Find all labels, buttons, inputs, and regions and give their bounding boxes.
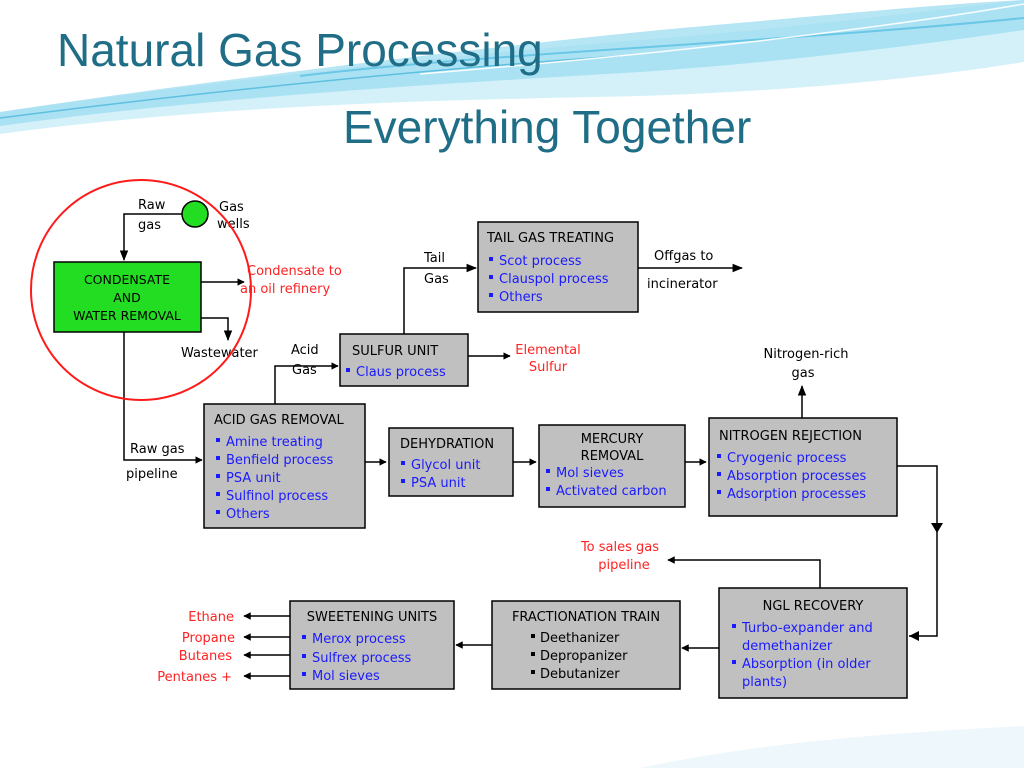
fractionation-item-1: Deethanizer [540,631,620,646]
acid-gas-item-2: Benfield process [226,453,334,468]
ngl-item-3: Absorption (in older [742,657,871,672]
ngl-item-4: plants) [742,675,787,690]
fractionation-item-3: Debutanizer [540,667,620,682]
condensate-box-title-3: WATER REMOVAL [73,308,181,323]
ngl-item-2: demethanizer [742,639,833,654]
ngl-recovery-box [718,587,908,699]
nitrogen-rich-label-2: gas [792,366,815,381]
acid-gas-item-1: Amine treating [226,435,323,450]
nitrogen-item-3: Adsorption processes [727,487,866,502]
elemental-sulfur-label-1: Elemental [515,343,580,358]
raw-gas-label-1: Raw [138,198,166,213]
nitrogen-item-2: Absorption processes [727,469,866,484]
gas-well-circle [181,200,209,228]
acid-gas-label-2: Gas [292,363,317,378]
offgas-label-1: Offgas to [654,249,713,264]
slide-title: Natural Gas Processing [57,24,543,76]
raw-gas-label-2: gas [138,218,161,233]
ngl-item-1: Turbo-expander and [741,621,873,636]
tail-gas-item-3: Others [499,290,543,305]
acid-gas-item-4: Sulfinol process [226,489,328,504]
condensate-water-removal-box [53,261,202,333]
acid-gas-removal-box [203,403,366,529]
acid-gas-item-3: PSA unit [226,471,281,486]
footer-wave [640,726,1024,768]
tail-gas-label-1: Tail [423,251,445,266]
sulfur-unit-item-1: Claus process [356,365,446,380]
dehydration-item-1: Glycol unit [411,458,480,473]
sweetening-item-3: Mol sieves [312,669,380,684]
dehydration-box-title: DEHYDRATION [400,437,494,452]
condensate-output-1: Condensate to [247,264,342,279]
highlight-circle [30,179,252,401]
tail-gas-treating-box [477,221,639,313]
nitrogen-rich-label-1: Nitrogen-rich [764,347,849,362]
fractionation-item-2: Depropanizer [540,649,628,664]
propane-label: Propane [182,631,235,646]
butanes-label: Butanes [179,649,232,664]
nitrogen-box-title: NITROGEN REJECTION [719,429,862,444]
mercury-box-title-2: REMOVAL [581,449,644,464]
ethane-label: Ethane [188,610,234,625]
fractionation-box-title: FRACTIONATION TRAIN [512,610,660,625]
sales-gas-label-1: To sales gas [580,540,659,555]
elemental-sulfur-label-2: Sulfur [529,360,568,375]
condensate-output-2: an oil refinery [240,282,330,297]
slide-subtitle: Everything Together [343,101,752,153]
fractionation-train-box [491,600,681,690]
tail-gas-item-2: Clauspol process [499,272,609,287]
condensate-box-title-2: AND [113,290,141,305]
ngl-box-title: NGL RECOVERY [763,599,864,614]
raw-gas-pipeline-label-1: Raw gas [130,442,185,457]
pentanes-label: Pentanes + [157,670,232,685]
gas-wells-label-1: Gas [219,200,244,215]
sweetening-units-box [289,600,455,690]
mercury-item-1: Mol sieves [556,466,624,481]
acid-gas-box-title: ACID GAS REMOVAL [214,413,344,428]
nitrogen-item-1: Cryogenic process [727,451,847,466]
sweetening-item-2: Sulfrex process [312,651,412,666]
tail-gas-box-title: TAIL GAS TREATING [486,231,614,246]
offgas-label-2: incinerator [647,277,718,292]
wastewater-label: Wastewater [181,346,259,361]
dehydration-box [388,427,514,497]
mercury-box-title-1: MERCURY [581,432,644,447]
tail-gas-label-2: Gas [424,272,449,287]
sales-gas-label-2: pipeline [598,558,650,573]
mercury-removal-box [538,424,686,508]
sulfur-unit-title: SULFUR UNIT [352,344,438,359]
mercury-item-2: Activated carbon [556,484,667,499]
raw-gas-pipeline-label-2: pipeline [126,467,178,482]
raw-gas-line [119,213,182,262]
dehydration-item-2: PSA unit [411,476,466,491]
sweetening-box-title: SWEETENING UNITS [307,610,437,625]
acid-gas-item-5: Others [226,507,270,522]
nitrogen-rejection-box [708,417,898,517]
acid-gas-label-1: Acid [291,343,319,358]
condensate-box-title-1: CONDENSATE [84,272,170,287]
process-flow-diagram: Raw gas Gas wells CONDENSATE AND WATER R… [28,178,968,712]
sweetening-item-1: Merox process [312,632,406,647]
tail-gas-item-1: Scot process [499,254,582,269]
